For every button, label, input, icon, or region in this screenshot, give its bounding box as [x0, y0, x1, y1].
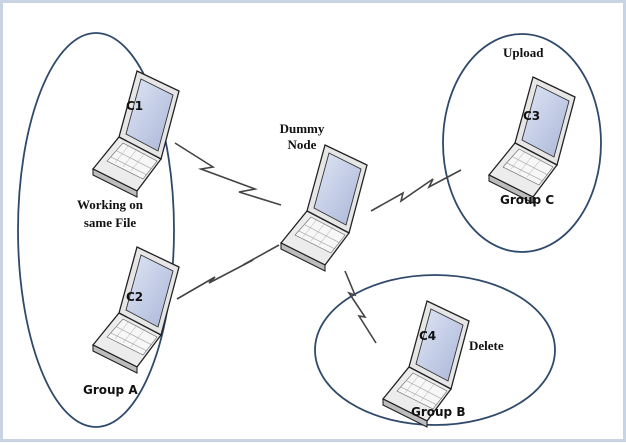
group-a-note-line1: Working on — [76, 197, 144, 212]
link-dummy-c4 — [344, 270, 377, 344]
group-b-outline — [314, 274, 556, 426]
network-diagram — [17, 32, 602, 428]
group-a-outline — [17, 32, 175, 428]
dummy-node-label-line1: Dummy — [279, 121, 325, 136]
group-c-outline — [442, 33, 602, 253]
group-b-note: Delete — [469, 338, 504, 353]
dummy-node-label: Dummy Node — [271, 121, 333, 153]
dummy-node-label-line2: Node — [287, 137, 317, 152]
laptop-dummy-node-icon — [280, 144, 368, 272]
link-dummy-c3 — [370, 169, 462, 212]
group-c-label: Group C — [500, 193, 555, 207]
link-c1-dummy — [174, 142, 282, 206]
group-c-note: Upload — [503, 45, 544, 60]
group-a-label: Group A — [83, 383, 138, 397]
c4-label: C4 — [419, 329, 437, 343]
laptop-c2-icon — [92, 246, 180, 374]
c3-label: C3 — [523, 109, 541, 123]
c2-label: C2 — [126, 290, 144, 304]
laptop-c3-icon — [488, 76, 576, 204]
group-b-label: Group B — [411, 405, 466, 419]
laptop-c1-icon — [92, 70, 180, 198]
c1-label: C1 — [126, 99, 144, 113]
link-c2-dummy — [176, 244, 280, 300]
group-a-note: Working on same File — [65, 196, 155, 232]
group-a-note-line2: same File — [83, 215, 137, 230]
